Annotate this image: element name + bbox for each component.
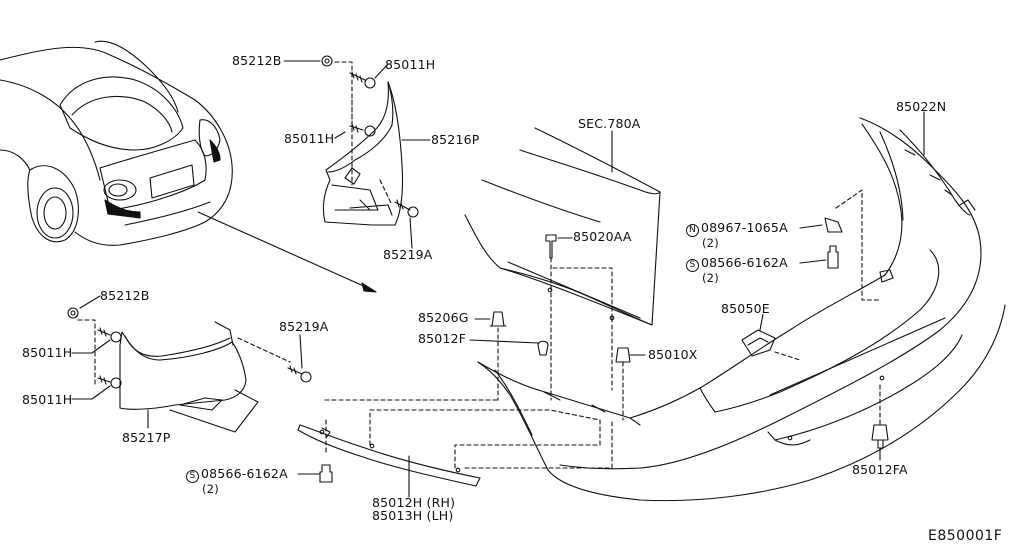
diagram-code: E850001F	[928, 528, 1003, 544]
fastener-85212B-top	[321, 55, 333, 67]
label-85022N: 85022N	[896, 99, 947, 114]
screw-08566-6162A-right	[827, 245, 839, 269]
vehicle-rear-illustration	[0, 40, 233, 246]
bolt-85011H-top	[349, 71, 376, 89]
label-85020AA: 85020AA	[573, 229, 632, 244]
fastener-85212B-left	[67, 307, 79, 319]
nut-symbol-icon: N	[686, 224, 699, 237]
bolt-85011H-left1	[97, 327, 122, 343]
bumper-bracket	[297, 424, 481, 487]
direction-arrow	[197, 211, 377, 293]
part-number: 08566-6162A	[201, 466, 288, 481]
label-85013H: 85013H (LH)	[372, 508, 454, 523]
label-85206G: 85206G	[418, 310, 469, 325]
clip-85012FA	[871, 424, 889, 449]
label-85212B-left: 85212B	[100, 288, 150, 303]
rear-bumper-fascia	[477, 117, 1006, 502]
screw-symbol-icon: S	[186, 470, 199, 483]
label-85011H-left1: 85011H	[22, 345, 73, 360]
clip-85020AA	[545, 234, 573, 259]
screw-symbol-icon: S	[686, 259, 699, 272]
label-85012F: 85012F	[418, 331, 467, 346]
part-number: 08967-1065A	[701, 220, 788, 235]
label-sec-780A: SEC.780A	[578, 116, 641, 131]
bolt-85219A-top	[394, 199, 419, 218]
label-85012H: 85012H (RH)	[372, 495, 456, 510]
label-85219A-top: 85219A	[383, 247, 433, 262]
part-number: 08566-6162A	[701, 255, 788, 270]
label-85010X: 85010X	[648, 347, 698, 362]
clip-85010X	[615, 347, 646, 363]
mud-guard-upper	[322, 81, 404, 226]
label-85011H-top: 85011H	[385, 57, 436, 72]
rear-body-panel	[464, 127, 661, 326]
quantity: (2)	[202, 482, 219, 496]
mud-guard-lower	[119, 321, 259, 433]
label-85011H-mid: 85011H	[284, 131, 335, 146]
label-85011H-left2: 85011H	[22, 392, 73, 407]
label-85219A-left: 85219A	[279, 319, 329, 334]
clip-85012F	[537, 340, 549, 356]
label-85212B-top: 85212B	[232, 53, 282, 68]
quantity: (2)	[702, 236, 719, 250]
quantity: (2)	[702, 271, 719, 285]
bolt-85011H-mid	[349, 123, 376, 137]
nut-08967-1065A	[824, 217, 843, 233]
bolt-85219A-left	[287, 365, 312, 383]
label-85216P: 85216P	[431, 132, 480, 147]
clip-85050E	[741, 329, 776, 357]
clip-85206G	[489, 311, 507, 327]
label-85217P: 85217P	[122, 430, 171, 445]
label-85012FA: 85012FA	[852, 462, 908, 477]
screw-08566-6162A-bottom	[319, 464, 333, 483]
label-85050E: 85050E	[721, 301, 770, 316]
bolt-85011H-left2	[97, 375, 122, 389]
